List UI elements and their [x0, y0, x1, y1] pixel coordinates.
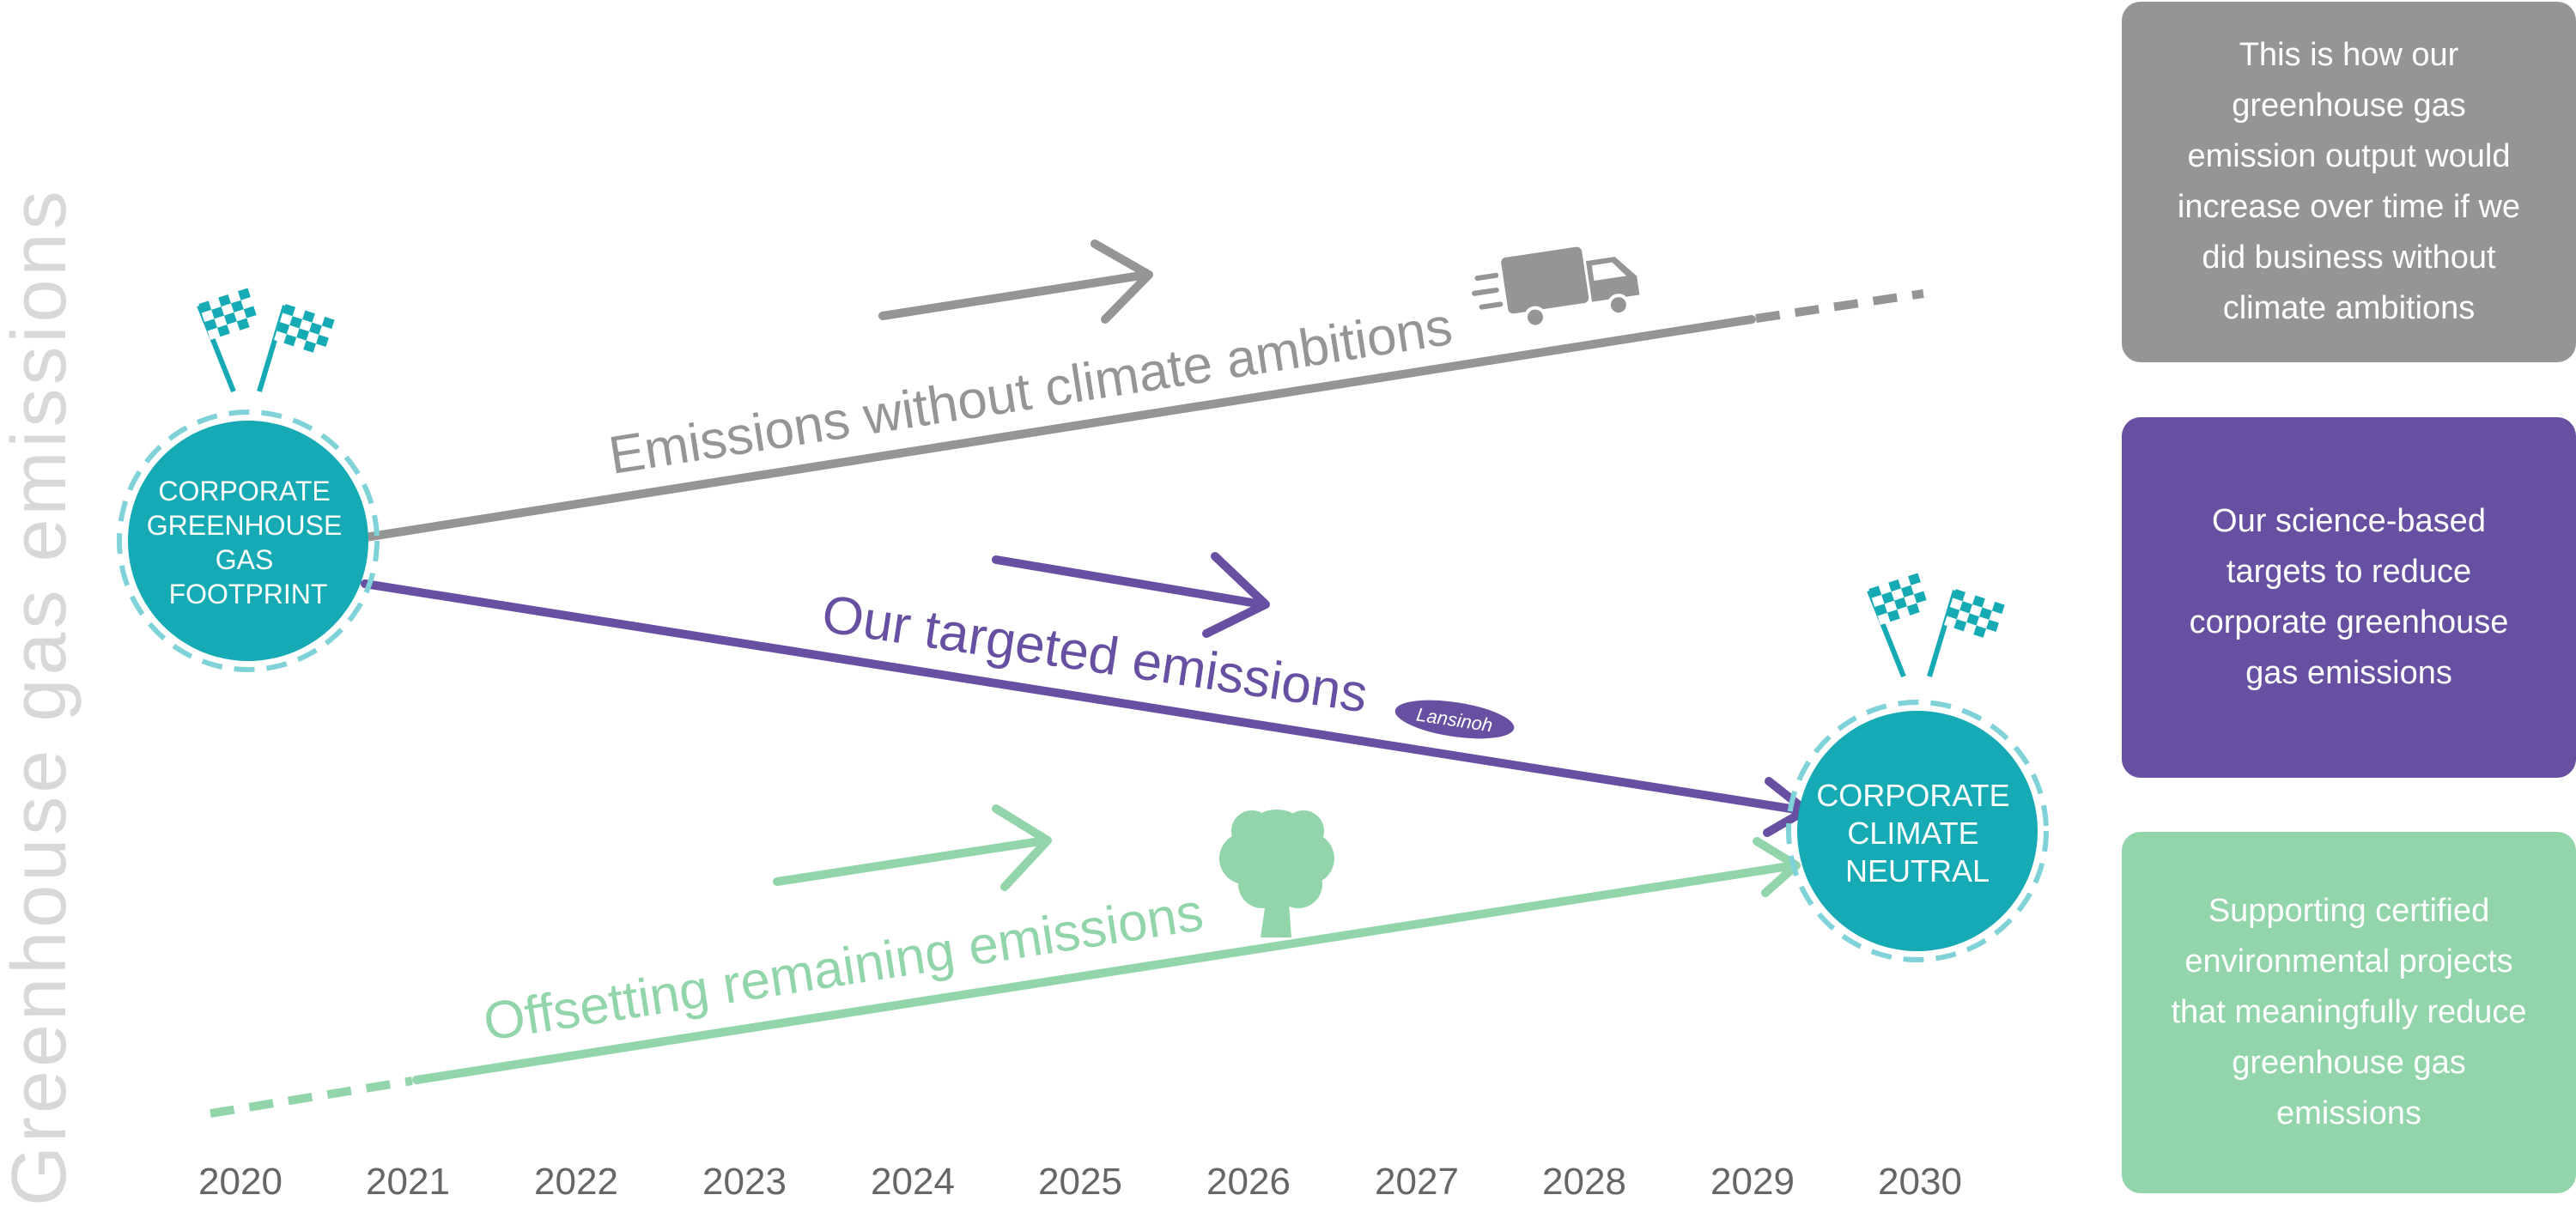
gray-direction-arrow-icon [878, 240, 1153, 324]
offsetting-dashed-start [210, 1077, 413, 1118]
legend-line: greenhouse gas [2232, 1045, 2466, 1081]
without-ambitions-dashed-extension [1755, 289, 1924, 323]
lansinoh-logo: Lansinoh [1394, 700, 1515, 739]
legend-line: that meaningfully reduce [2171, 994, 2527, 1030]
end-node-line-3: NEUTRAL [1845, 853, 1990, 889]
start-node-line-2: GREENHOUSE [147, 510, 343, 541]
offsetting-arrowhead-icon [1753, 837, 1801, 897]
end-node-circle [1797, 711, 2038, 951]
year-label: 2022 [534, 1161, 618, 1203]
truck-icon [1472, 246, 1640, 329]
legend-line: gas emissions [2245, 655, 2452, 691]
legend-box-targeted: Our science-based targets to reduce corp… [2122, 417, 2576, 778]
legend-text: Supporting certified environmental proje… [2171, 886, 2526, 1139]
year-label: 2025 [1038, 1161, 1122, 1203]
legend-line: Supporting certified [2208, 893, 2490, 929]
end-node: CORPORATE CLIMATE NEUTRAL [1786, 573, 2049, 962]
without-ambitions-line [361, 315, 1756, 542]
start-node: CORPORATE GREENHOUSE GAS FOOTPRINT [117, 288, 380, 672]
legend-line: emissions [2276, 1095, 2421, 1131]
start-node-ring [117, 409, 380, 672]
legend-line: did business without [2202, 240, 2496, 276]
path-targeted: Our targeted emissions Lansinoh [361, 552, 1810, 837]
purple-direction-arrow-icon [992, 552, 1270, 638]
year-label: 2029 [1710, 1161, 1795, 1203]
start-checkered-flags-icon [198, 288, 334, 391]
end-node-ring [1786, 700, 2049, 962]
path-offsetting: Offsetting remaining emissions [210, 804, 1801, 1118]
start-node-circle [128, 421, 368, 661]
targeted-line [361, 579, 1806, 815]
svg-text:CORPORATE GREENHOUSE: CORPORATE GREENHOUSE GAS FOOTPRINT [147, 476, 349, 610]
legend-line: climate ambitions [2222, 290, 2476, 326]
start-node-line-3: GAS [216, 544, 274, 575]
offsetting-line [412, 861, 1799, 1084]
end-node-line-2: CLIMATE [1847, 816, 1978, 851]
year-axis: 2020 2021 2022 2023 2024 2025 2026 2027 … [198, 1161, 1962, 1203]
legend-box-without-ambitions: This is how our greenhouse gas emission … [2122, 2, 2576, 362]
legend-box-offsetting: Supporting certified environmental proje… [2122, 832, 2576, 1193]
year-label: 2024 [871, 1161, 955, 1203]
year-label: 2027 [1375, 1161, 1459, 1203]
legend-line: emission output would [2187, 138, 2511, 174]
svg-text:CORPORATE CLIMATE: CORPORATE CLIMATE NEUTRAL [1816, 778, 2018, 889]
legend-line: increase over time if we [2177, 189, 2521, 225]
end-node-line-1: CORPORATE [1816, 778, 2009, 813]
year-label: 2023 [702, 1161, 787, 1203]
legend-line: environmental projects [2184, 943, 2513, 980]
legend-line: This is how our [2239, 37, 2459, 73]
legend-line: Our science-based [2212, 503, 2486, 539]
year-label: 2028 [1542, 1161, 1626, 1203]
without-ambitions-label: Emissions without climate ambitions [605, 297, 1456, 486]
year-label: 2020 [198, 1161, 283, 1203]
year-label: 2021 [366, 1161, 450, 1203]
offsetting-label: Offsetting remaining emissions [480, 883, 1207, 1052]
legend-line: corporate greenhouse [2189, 604, 2509, 640]
legend-text: This is how our greenhouse gas emission … [2178, 30, 2520, 334]
year-label: 2026 [1206, 1161, 1291, 1203]
legend-line: targets to reduce [2226, 554, 2472, 590]
end-checkered-flags-icon [1868, 573, 2004, 676]
y-axis-label: Greenhouse gas emissions [0, 187, 82, 1206]
start-node-line-1: CORPORATE [158, 476, 330, 506]
legend-line: greenhouse gas [2232, 88, 2466, 124]
path-without-ambitions: Emissions without climate ambitions [361, 240, 1924, 542]
green-direction-arrow-icon [773, 804, 1052, 891]
legend-text: Our science-based targets to reduce corp… [2190, 496, 2509, 699]
start-node-line-4: FOOTPRINT [169, 579, 328, 610]
year-label: 2030 [1878, 1161, 1962, 1203]
tree-icon [1219, 810, 1334, 937]
